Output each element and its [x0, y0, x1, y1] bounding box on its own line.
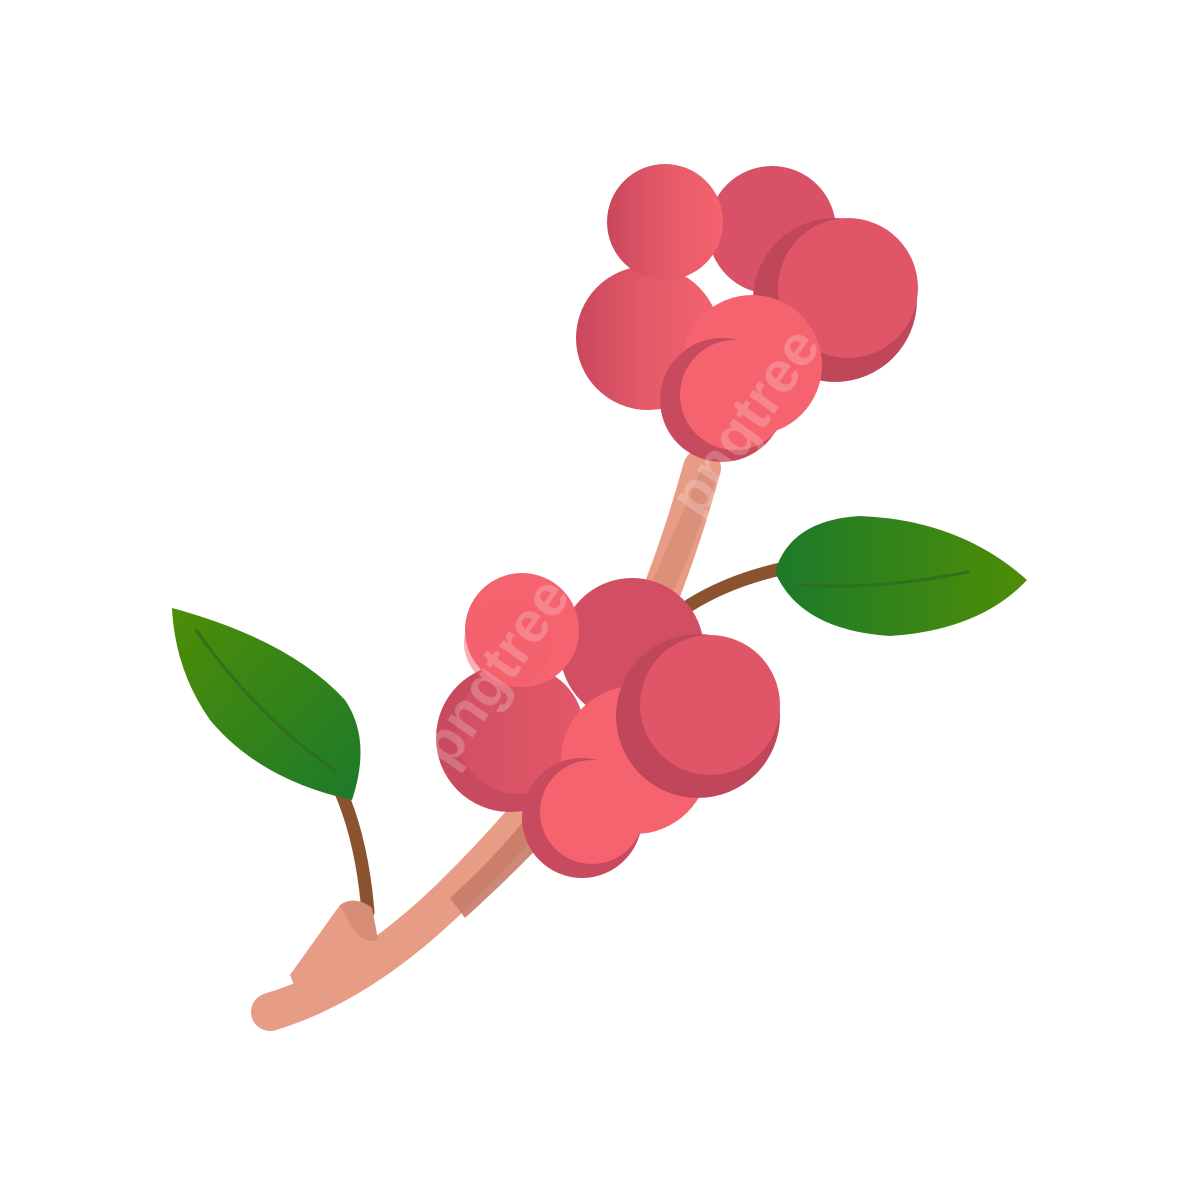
berry	[540, 760, 644, 864]
middle-berry-cluster	[436, 573, 780, 878]
berry	[607, 164, 723, 280]
berry	[464, 599, 552, 687]
berry	[640, 635, 780, 775]
berry	[778, 218, 918, 358]
right-leaf-stem	[683, 561, 792, 612]
berry	[680, 340, 790, 450]
top-berry-cluster	[576, 164, 918, 462]
left-leaf	[172, 608, 361, 800]
left-leaf-stem	[333, 783, 375, 919]
berry	[456, 666, 584, 794]
right-leaf	[775, 516, 1027, 636]
